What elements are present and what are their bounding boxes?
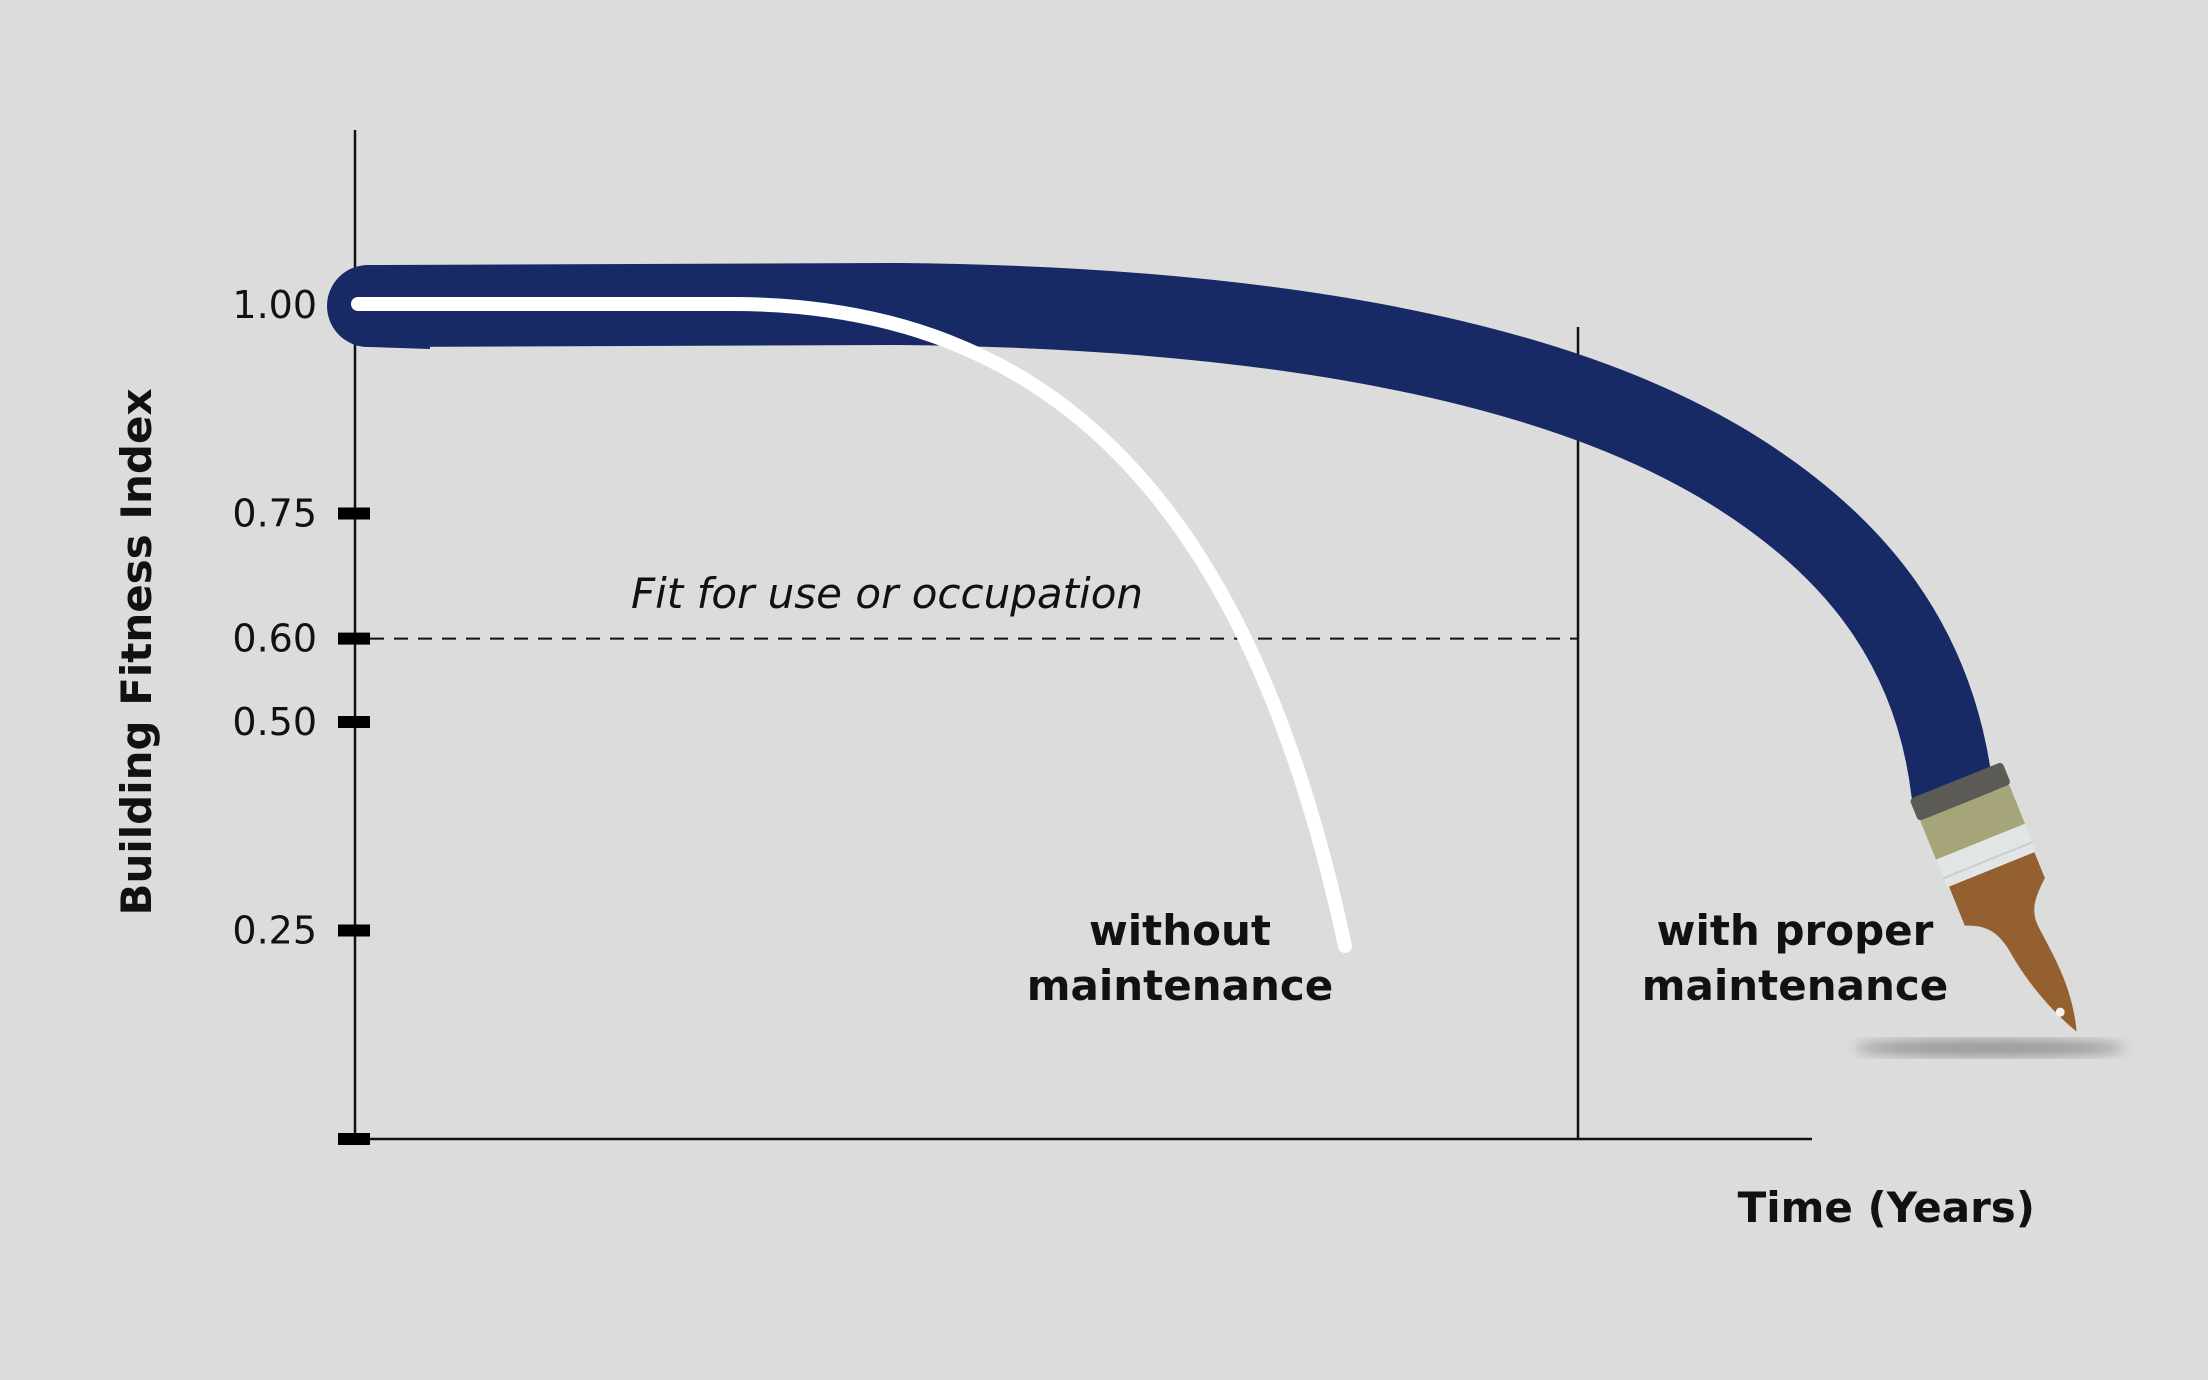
series-without-maintenance-line: [351, 297, 1352, 953]
series-with-label-line2: maintenance: [1642, 961, 1949, 1010]
y-tick-mark: [338, 716, 370, 728]
y-tick-label: 0.75: [232, 492, 317, 536]
y-tick-mark: [338, 924, 370, 937]
paintbrush-icon: [1910, 762, 2077, 1032]
brush-shadow: [1855, 1039, 2125, 1057]
x-axis-title: Time (Years): [1738, 1183, 2035, 1232]
series-with-label-line1: with proper: [1657, 906, 1934, 955]
y-tick-mark: [338, 632, 370, 645]
y-tick-mark: [338, 507, 370, 520]
series-without-label-line2: maintenance: [1027, 961, 1334, 1010]
y-tick-label: 0.50: [232, 700, 317, 744]
paint-stroke-edge: [369, 343, 431, 349]
y-tick-label: 0.60: [232, 617, 317, 661]
y-axis-title: Building Fitness Index: [112, 388, 161, 915]
y-tick-label: 0.25: [232, 909, 317, 953]
series-with-maintenance-paint-stroke: [327, 262, 1993, 831]
series-without-label-line1: without: [1089, 906, 1271, 955]
y-tick-label: 1.00: [232, 283, 317, 327]
threshold-label: Fit for use or occupation: [631, 569, 1143, 618]
y-tick-mark: [338, 1133, 370, 1145]
